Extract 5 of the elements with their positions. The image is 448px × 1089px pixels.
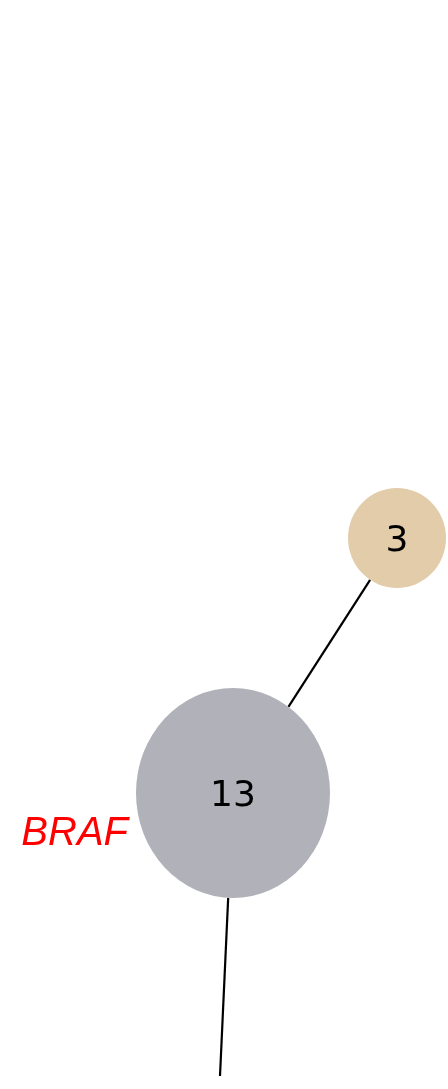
gene-label: BRAF (21, 809, 128, 854)
node-label: 3 (385, 517, 409, 559)
connector-line (218, 897, 230, 1077)
connector-line (287, 579, 372, 708)
node-label: 13 (210, 772, 256, 814)
